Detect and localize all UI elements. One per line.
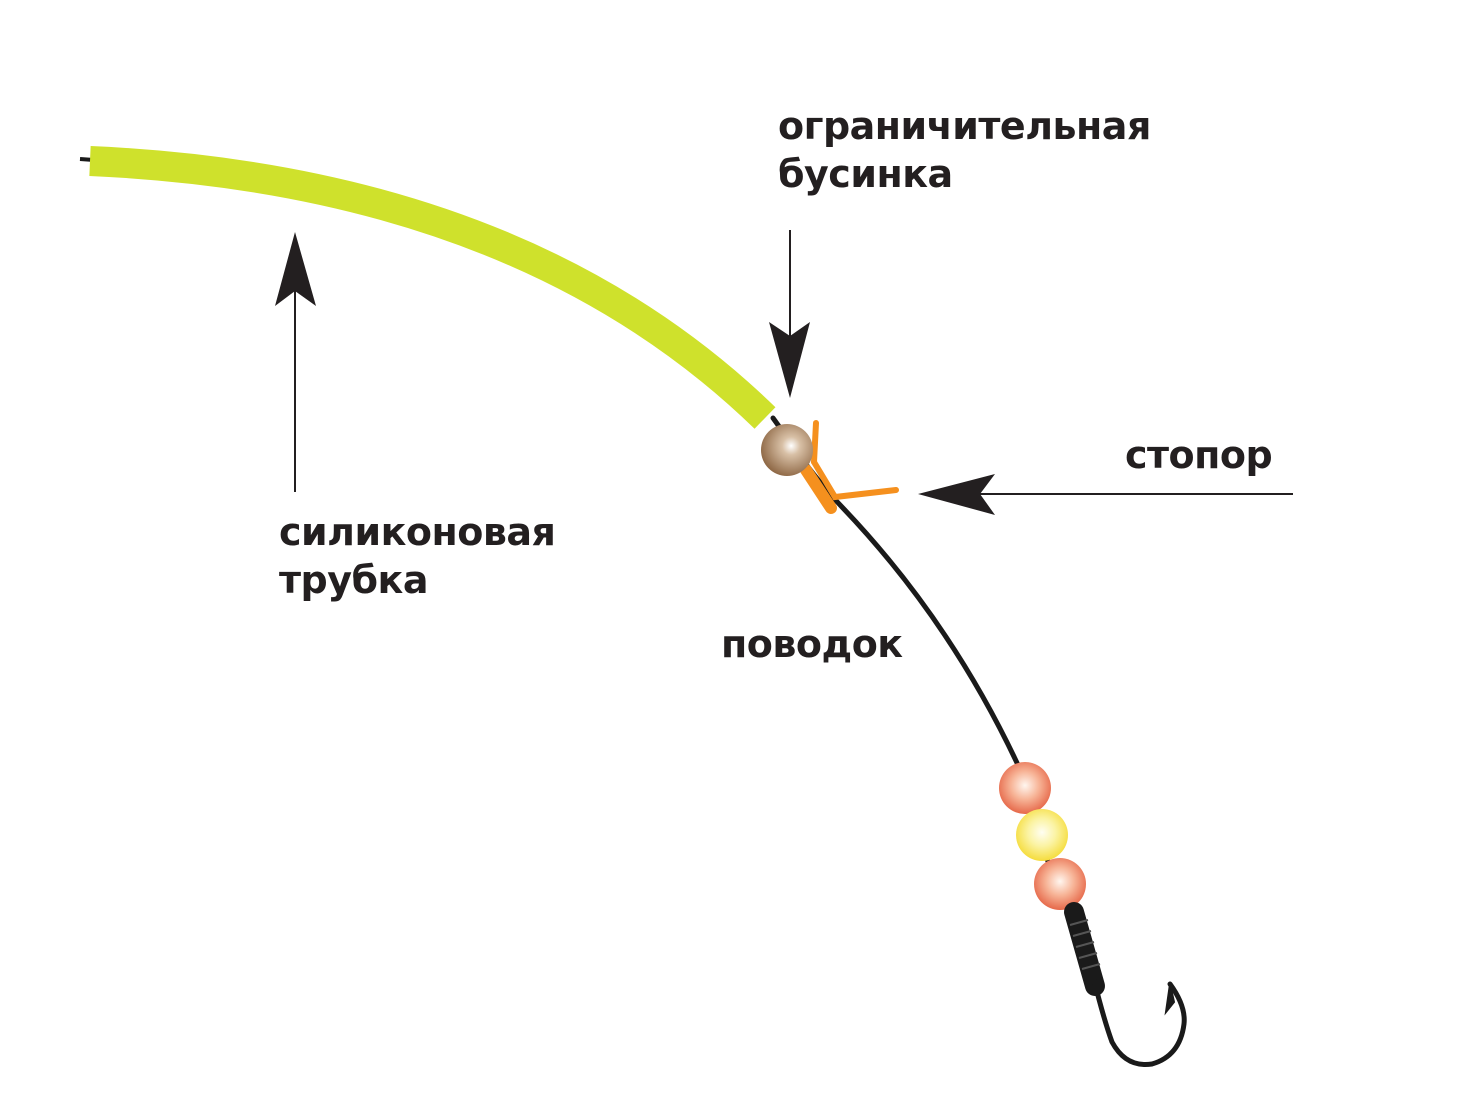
bead-yellow xyxy=(1016,809,1068,861)
hook xyxy=(1091,977,1187,1068)
stopper xyxy=(800,420,899,514)
label-stopper: стопор xyxy=(1125,431,1273,479)
limiter-bead xyxy=(761,424,813,476)
label-leader-text: поводок xyxy=(721,622,903,666)
arrow-to-tube xyxy=(275,232,316,492)
bead-red-upper xyxy=(999,762,1051,814)
label-silicone-tube-line1: силиконовая xyxy=(279,510,556,554)
label-silicone-tube-line2: трубка xyxy=(279,558,428,602)
arrow-to-stopper xyxy=(918,474,1293,515)
silicone-tube xyxy=(89,146,776,429)
label-silicone-tube: силиконовая трубка xyxy=(279,508,556,604)
label-stopper-text: стопор xyxy=(1125,433,1273,477)
hook-barb xyxy=(1164,983,1176,1016)
arrow-to-bead xyxy=(769,230,810,398)
hook-knot xyxy=(1064,902,1105,996)
label-limiter-bead-line1: ограничительная xyxy=(778,104,1151,148)
label-leader: поводок xyxy=(721,620,903,668)
label-limiter-bead: ограничительная бусинка xyxy=(778,102,1151,198)
label-limiter-bead-line2: бусинка xyxy=(778,152,953,196)
bead-red-lower xyxy=(1034,858,1086,910)
